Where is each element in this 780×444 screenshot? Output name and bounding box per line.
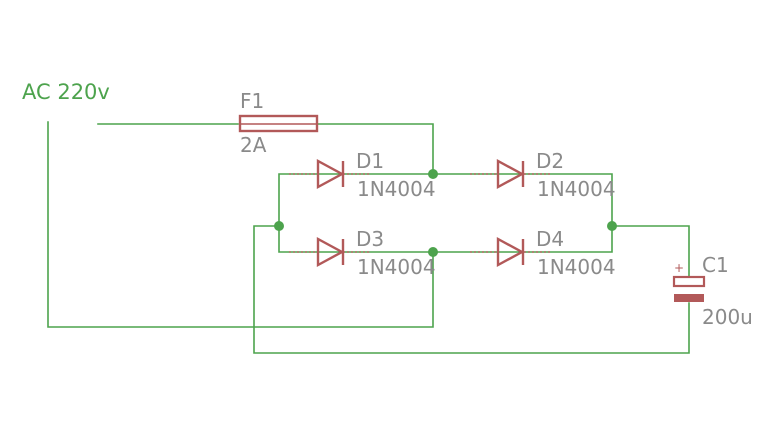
diode-anode-triangle xyxy=(496,236,525,268)
capacitor-name: C1 xyxy=(702,253,729,277)
fuse-value: 2A xyxy=(240,133,267,157)
wire-ac-return xyxy=(47,121,434,328)
capacitor-negative-plate xyxy=(674,294,704,302)
fuse-f1: F1 2A xyxy=(238,89,319,157)
junction-dot xyxy=(274,221,284,231)
junctions xyxy=(274,169,617,257)
diode-anode-triangle xyxy=(316,158,345,190)
wire-fuse-to-junction xyxy=(317,123,434,175)
junction-dot xyxy=(428,247,438,257)
diode-anode-triangle xyxy=(496,158,525,190)
source-label: AC 220v xyxy=(22,80,110,104)
diode-name: D3 xyxy=(356,227,384,251)
wire-capacitor-minus-return xyxy=(253,225,690,354)
diode-d2: D2 1N4004 xyxy=(470,149,616,201)
capacitor-polarity-mark: + xyxy=(674,261,684,275)
capacitor-value: 200u xyxy=(702,305,753,329)
junction-dot xyxy=(428,169,438,179)
diode-value: 1N4004 xyxy=(357,177,436,201)
diode-name: D2 xyxy=(536,149,564,173)
capacitor-positive-plate xyxy=(672,275,706,288)
wire-top-row xyxy=(278,173,613,227)
capacitor-c1: + C1 200u xyxy=(672,253,753,329)
diode-value: 1N4004 xyxy=(537,177,616,201)
diode-d4: D4 1N4004 xyxy=(470,227,616,279)
fuse-name: F1 xyxy=(240,89,264,113)
diode-name: D4 xyxy=(536,227,564,251)
wire-bottom-row xyxy=(278,225,613,253)
junction-dot xyxy=(607,221,617,231)
diode-d1: D1 1N4004 xyxy=(289,149,436,201)
diode-d3: D3 1N4004 xyxy=(289,227,436,279)
wires xyxy=(47,121,690,354)
diode-value: 1N4004 xyxy=(537,255,616,279)
diode-name: D1 xyxy=(356,149,384,173)
wire-to-capacitor-plus xyxy=(611,225,690,277)
diode-anode-triangle xyxy=(316,236,345,268)
diode-value: 1N4004 xyxy=(357,255,436,279)
